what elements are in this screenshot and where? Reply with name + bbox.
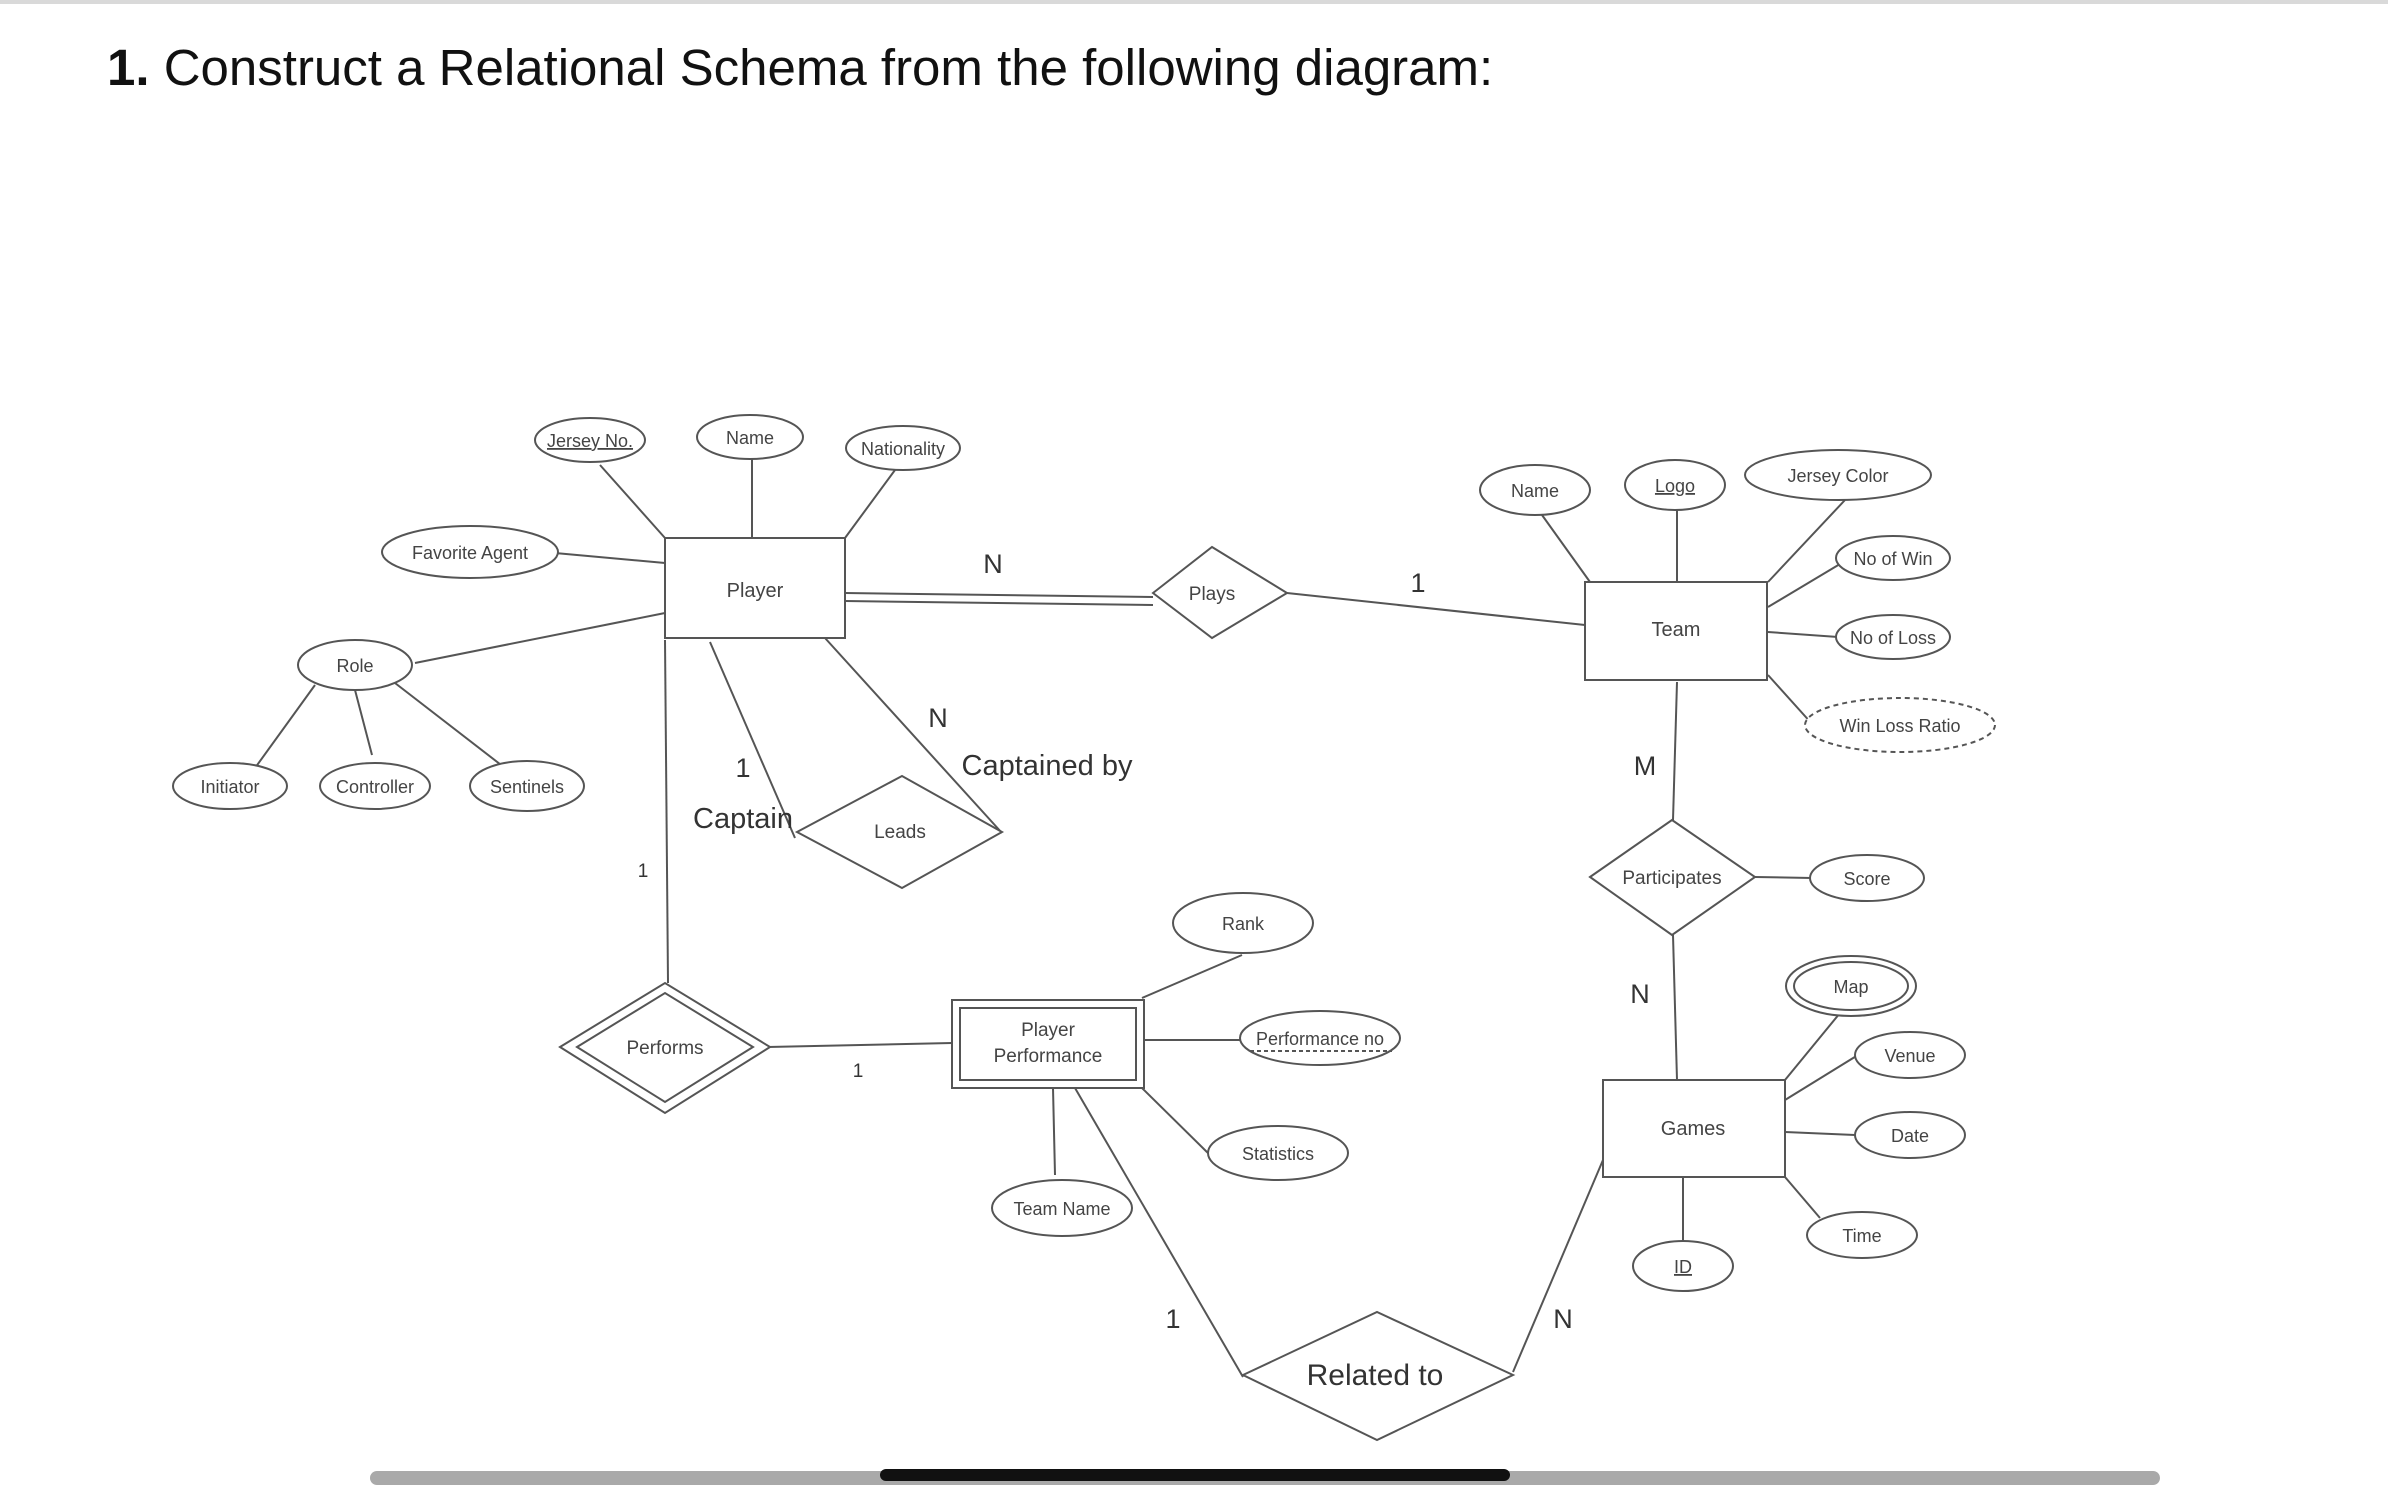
plays-label: Plays <box>1189 584 1235 605</box>
svg-text:Venue: Venue <box>1884 1046 1935 1066</box>
plays-relationship: Plays <box>1151 545 1289 640</box>
connector-lines <box>254 458 1859 1378</box>
question-text: Construct a Relational Schema from the f… <box>163 39 1494 96</box>
player-performance-label-2: Performance <box>994 1046 1103 1067</box>
attr-score: Score <box>1809 854 1925 902</box>
cardinality-leads-captained-by: N <box>928 703 948 733</box>
cardinality-performs-player: 1 <box>638 861 649 882</box>
svg-text:No of Win: No of Win <box>1853 549 1932 569</box>
attr-id: ID <box>1632 1240 1734 1292</box>
svg-text:Statistics: Statistics <box>1242 1144 1314 1164</box>
team-label: Team <box>1652 619 1701 641</box>
attr-jersey-no: Jersey No. <box>534 417 646 463</box>
scrollbar-thumb[interactable] <box>880 1469 1510 1481</box>
attr-no-of-loss: No of Loss <box>1835 614 1951 660</box>
question-number: 1. <box>107 39 150 96</box>
attr-sentinels: Sentinels <box>469 760 585 812</box>
performs-label: Performs <box>626 1038 703 1059</box>
attr-logo: Logo <box>1624 459 1726 511</box>
leads-relationship: Leads <box>794 774 1005 890</box>
player-performance-entity: Player Performance <box>951 999 1145 1089</box>
participates-label: Participates <box>1622 868 1721 889</box>
attr-rank: Rank <box>1172 892 1314 954</box>
svg-text:Team Name: Team Name <box>1013 1199 1110 1219</box>
attr-favorite-agent: Favorite Agent <box>381 525 559 579</box>
question-heading: 1. Construct a Relational Schema from th… <box>107 38 1493 97</box>
svg-text:Sentinels: Sentinels <box>490 777 564 797</box>
svg-text:Logo: Logo <box>1655 476 1695 496</box>
attr-date: Date <box>1854 1111 1966 1159</box>
attributes: Jersey No. Name Nationality Favorite Age… <box>172 414 1996 1292</box>
cardinality-participates-team: M <box>1634 751 1657 781</box>
top-border <box>0 0 2388 4</box>
leads-label: Leads <box>874 822 926 843</box>
player-performance-label-1: Player <box>1021 1020 1076 1041</box>
attr-no-of-win: No of Win <box>1835 535 1951 581</box>
svg-text:Initiator: Initiator <box>200 777 259 797</box>
attr-role: Role <box>297 639 413 691</box>
svg-text:Nationality: Nationality <box>861 439 945 459</box>
attr-time: Time <box>1806 1211 1918 1259</box>
attr-initiator: Initiator <box>172 762 288 810</box>
player-entity: Player <box>664 537 846 639</box>
cardinality-plays-team: 1 <box>1410 568 1425 598</box>
attr-statistics: Statistics <box>1207 1125 1349 1181</box>
related-to-label: Related to <box>1307 1359 1444 1392</box>
cardinality-related-pp: 1 <box>1165 1304 1180 1334</box>
svg-text:Favorite Agent: Favorite Agent <box>412 543 528 563</box>
captained-by-label: Captained by <box>962 750 1133 782</box>
svg-text:Controller: Controller <box>336 777 414 797</box>
svg-text:Rank: Rank <box>1222 914 1265 934</box>
svg-text:Jersey Color: Jersey Color <box>1787 466 1888 486</box>
svg-text:Name: Name <box>726 428 774 448</box>
games-label: Games <box>1661 1118 1725 1140</box>
cardinality-performs-pp: 1 <box>853 1061 864 1082</box>
related-to-relationship: Related to <box>1240 1310 1516 1442</box>
svg-text:Jersey No.: Jersey No. <box>547 431 633 451</box>
captain-label: Captain <box>693 803 793 835</box>
attr-jersey-color: Jersey Color <box>1744 449 1932 501</box>
attr-map: Map <box>1785 955 1917 1017</box>
svg-text:Role: Role <box>336 656 373 676</box>
svg-text:Map: Map <box>1833 977 1868 997</box>
cardinality-participates-games: N <box>1630 979 1650 1009</box>
performs-relationship: Performs <box>558 981 772 1115</box>
player-label: Player <box>727 580 784 602</box>
svg-text:Score: Score <box>1843 869 1890 889</box>
svg-text:Win Loss Ratio: Win Loss Ratio <box>1839 716 1960 736</box>
attr-nationality: Nationality <box>845 425 961 471</box>
cardinality-related-games: N <box>1553 1304 1573 1334</box>
cardinality-plays-player: N <box>983 549 1003 579</box>
participates-relationship: Participates <box>1588 818 1757 937</box>
attr-team-name: Name <box>1479 464 1591 516</box>
attr-venue: Venue <box>1854 1031 1966 1079</box>
attr-player-name: Name <box>696 414 804 460</box>
attr-win-loss-ratio: Win Loss Ratio <box>1804 697 1996 753</box>
svg-text:Name: Name <box>1511 481 1559 501</box>
attr-performance-no: Performance no <box>1239 1010 1401 1066</box>
team-entity: Team <box>1584 581 1768 681</box>
cardinality-leads-captain: 1 <box>735 753 750 783</box>
svg-text:Date: Date <box>1891 1126 1929 1146</box>
svg-text:Time: Time <box>1842 1226 1881 1246</box>
attr-controller: Controller <box>319 762 431 810</box>
svg-text:No of Loss: No of Loss <box>1850 628 1936 648</box>
games-entity: Games <box>1602 1079 1786 1178</box>
svg-text:Performance no: Performance no <box>1256 1029 1384 1049</box>
attr-pp-team-name: Team Name <box>991 1179 1133 1237</box>
svg-text:ID: ID <box>1674 1257 1692 1277</box>
